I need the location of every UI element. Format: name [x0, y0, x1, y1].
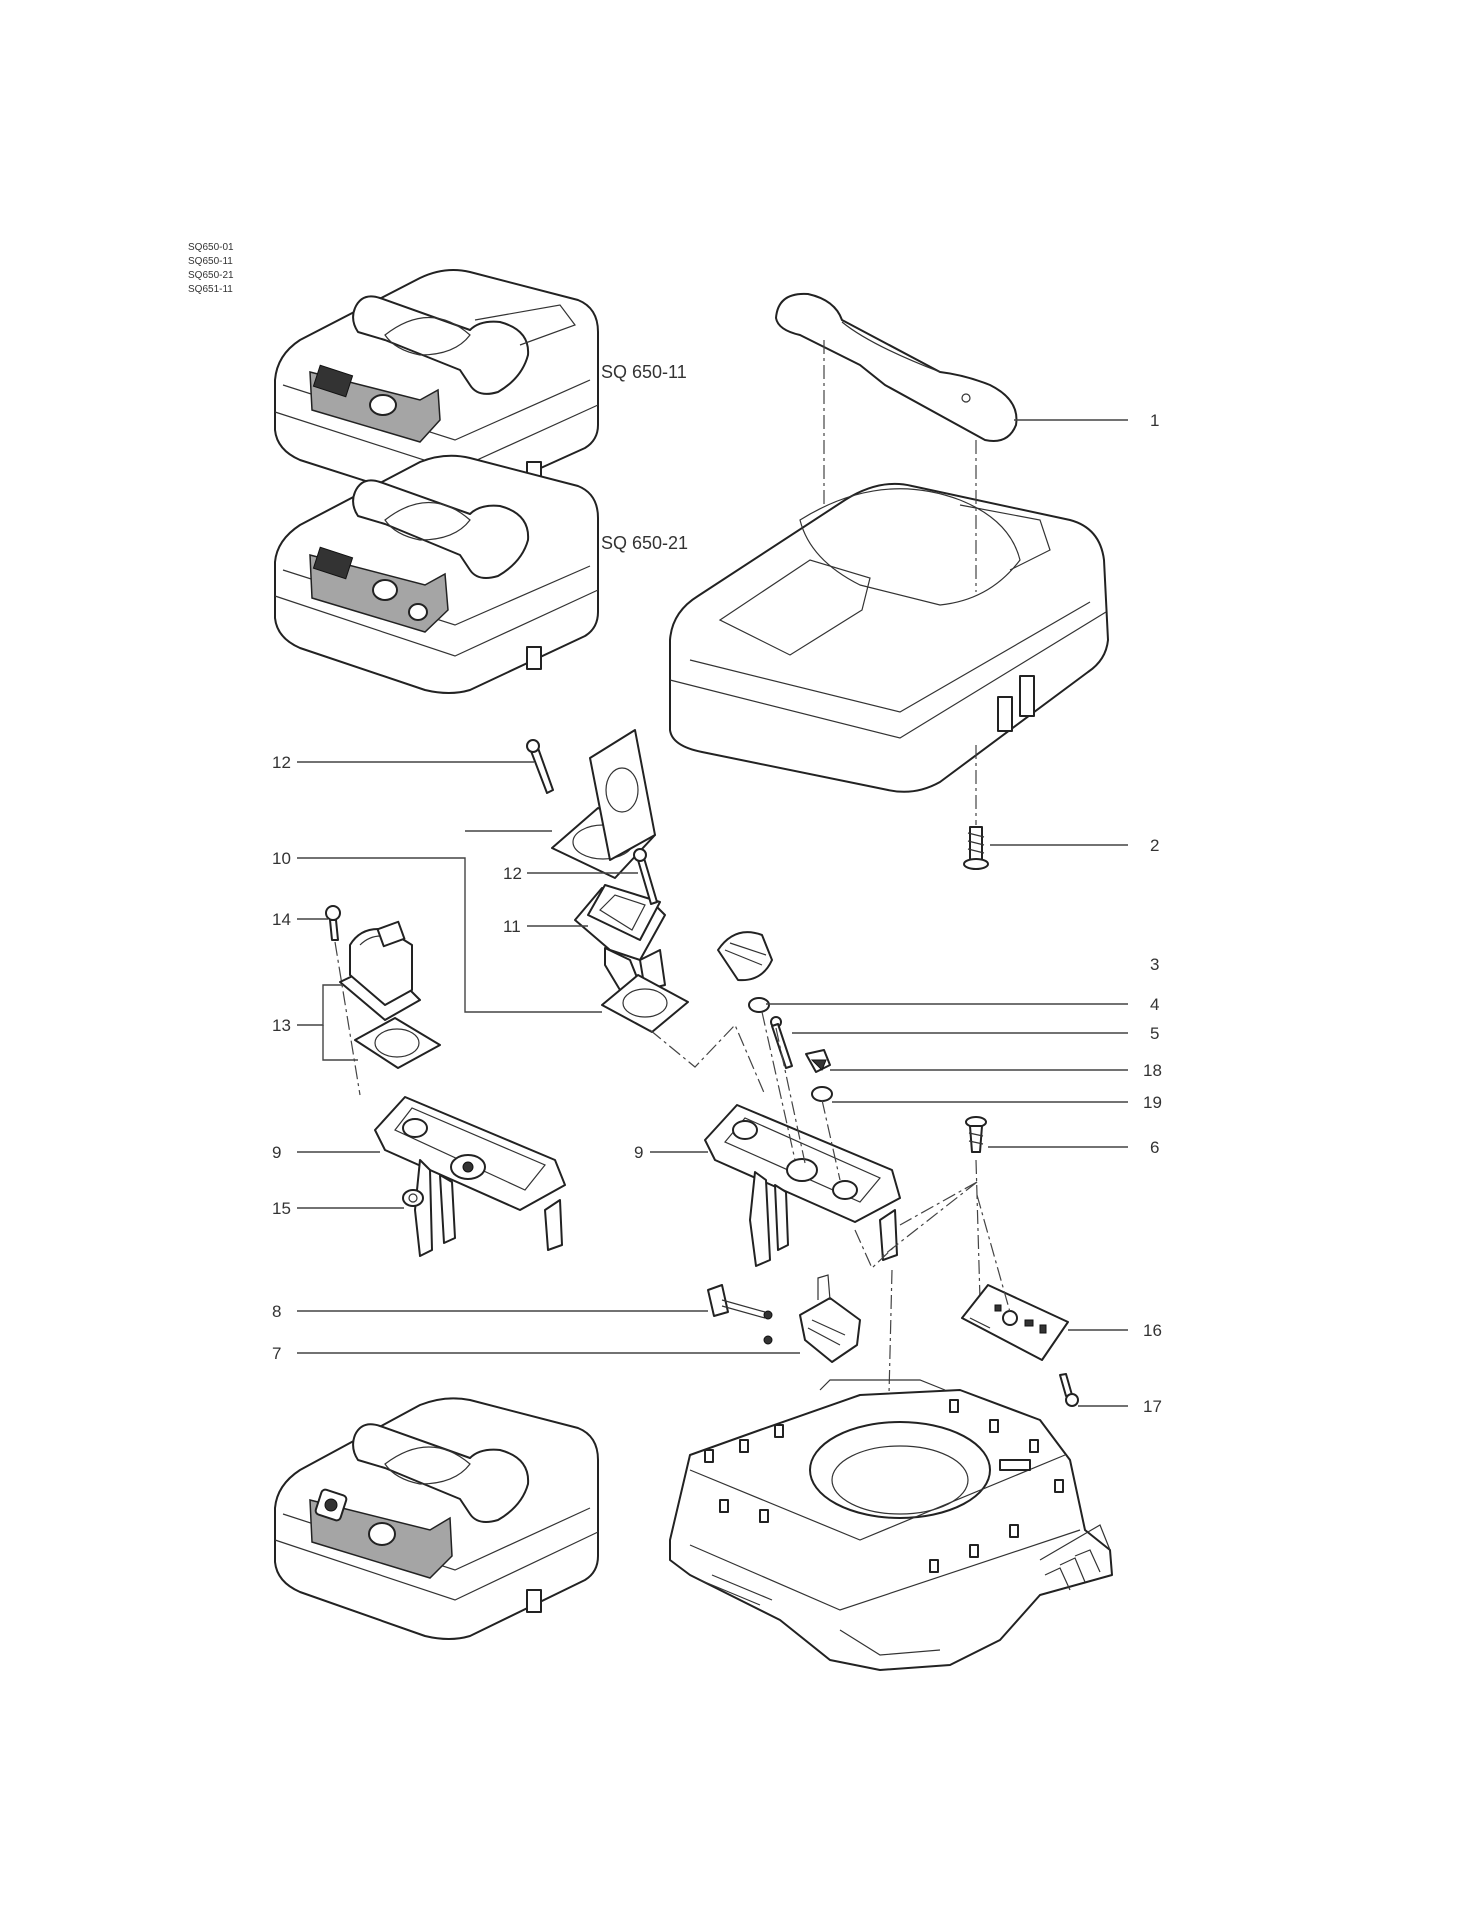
screw-part-6 [965, 1116, 987, 1301]
base-housing [669, 1379, 1113, 1671]
callout-9: 9 [272, 1143, 281, 1162]
cap-part-18 [805, 1049, 831, 1073]
oring-part-4 [748, 997, 770, 1013]
callout-15: 15 [272, 1199, 291, 1218]
main-cover-housing [669, 482, 1109, 793]
panel-part-9-left [374, 1096, 566, 1257]
nut-part-15 [402, 1189, 424, 1207]
screw-part-14 [325, 905, 361, 1096]
socket-part-11 [574, 884, 666, 991]
switch-part-7 [799, 1274, 861, 1363]
callout-6: 6 [1150, 1138, 1159, 1157]
screw-part-12-lower [633, 848, 658, 905]
callout-12: 12 [503, 864, 522, 883]
callout-13: 13 [272, 1016, 291, 1035]
callout-numbers: 1 2 3 4 5 6 18 19 16 17 8 7 9 9 12 12 10… [272, 411, 1162, 1416]
screw-part-5 [770, 1016, 793, 1069]
callout-8: 8 [272, 1302, 281, 1321]
oring-part-19 [811, 1086, 833, 1102]
housing-variant-bottom [274, 1397, 599, 1640]
gasket-part-13 [354, 1017, 441, 1069]
model-number: SQ650-01 [188, 242, 234, 253]
cable-part-8 [707, 1284, 773, 1345]
housing-variant-sq650-11: SQ 650-11 [274, 269, 687, 504]
callout-4: 4 [1150, 995, 1159, 1014]
variant-label: SQ 650-21 [601, 533, 688, 553]
assembly-line [879, 1181, 978, 1259]
callout-16: 16 [1143, 1321, 1162, 1340]
handle-part-1 [775, 292, 1018, 592]
callout-1: 1 [1150, 411, 1159, 430]
screw-part-2 [963, 745, 989, 870]
callout-5: 5 [1150, 1024, 1159, 1043]
circuit-board-part-16 [961, 1284, 1069, 1361]
model-number: SQ650-21 [188, 270, 234, 281]
screw-part-17 [1059, 1373, 1079, 1407]
gasket-part-10 [601, 974, 689, 1033]
model-number-list: SQ650-01 SQ650-11 SQ650-21 SQ651-11 [188, 241, 234, 297]
callout-19: 19 [1143, 1093, 1162, 1112]
housing-variant-sq650-21: SQ 650-21 [274, 454, 688, 694]
knob-part-3 [717, 931, 773, 982]
callout-7: 7 [272, 1344, 281, 1363]
model-number: SQ651-11 [188, 284, 233, 295]
model-number: SQ650-11 [188, 256, 233, 267]
callout-10: 10 [272, 849, 291, 868]
inlet-socket-part-13 [339, 920, 421, 1021]
assembly-line [899, 1181, 978, 1226]
callout-11: 11 [503, 917, 521, 936]
variant-label: SQ 650-11 [601, 362, 687, 382]
assembly-line [854, 1229, 896, 1270]
callout-2: 2 [1150, 836, 1159, 855]
callout-9: 9 [634, 1143, 643, 1162]
callout-18: 18 [1143, 1061, 1162, 1080]
callout-3: 3 [1150, 955, 1159, 974]
assembly-line [649, 1023, 766, 1096]
callout-14: 14 [272, 910, 291, 929]
callout-17: 17 [1143, 1397, 1162, 1416]
assembly-line [976, 1194, 1011, 1313]
panel-part-9-right [704, 1011, 901, 1267]
screw-part-12-top [526, 739, 554, 794]
leader-lines [297, 419, 1128, 1407]
callout-12: 12 [272, 753, 291, 772]
socket-cover-part-10 [551, 729, 656, 879]
